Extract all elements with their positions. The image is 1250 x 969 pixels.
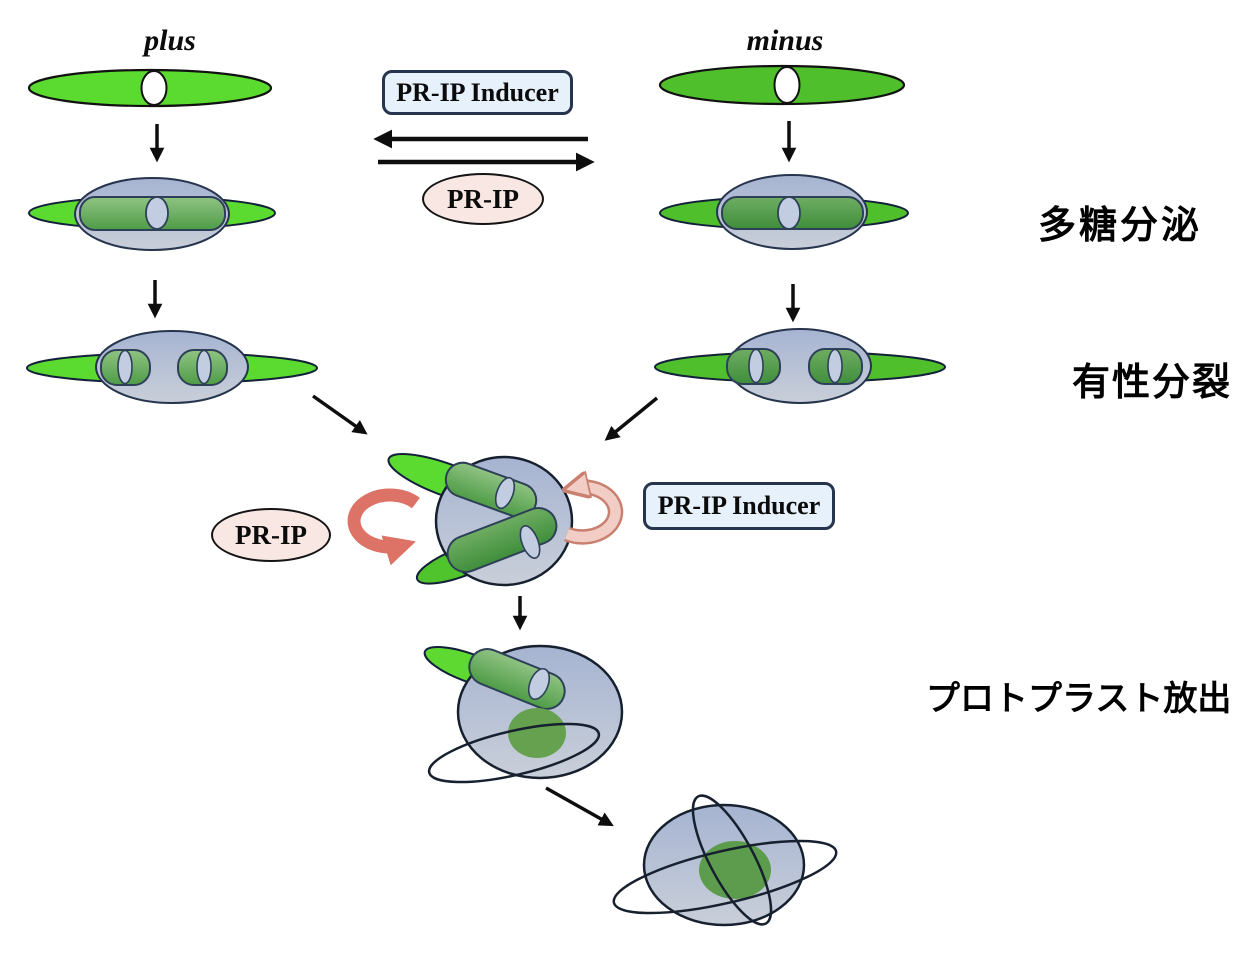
pr-ip-action-arrow bbox=[347, 488, 420, 566]
zygote-step-arrow bbox=[545, 786, 614, 827]
pr-ip-inducer-box-mid: PR-IP Inducer bbox=[643, 482, 835, 530]
stage-label-sexual-division: 有性分裂 bbox=[1072, 360, 1233, 404]
plus-converge-arrow bbox=[311, 394, 368, 435]
isthmus bbox=[519, 525, 541, 559]
isthmus bbox=[494, 476, 516, 510]
isthmus bbox=[196, 349, 212, 385]
empty-cell-wall bbox=[612, 839, 838, 915]
isthmus bbox=[748, 348, 764, 384]
pr-ip-inducer-box-top: PR-IP Inducer bbox=[382, 70, 573, 115]
isthmus bbox=[527, 667, 551, 701]
stage-label-polysaccharide-secretion: 多糖分泌 bbox=[1038, 203, 1203, 247]
minus-cell-isthmus bbox=[773, 66, 801, 104]
plus-gametangial-cell bbox=[444, 461, 538, 519]
isthmus bbox=[827, 348, 843, 384]
protoplast-release-cell bbox=[423, 644, 624, 784]
pr-ip-oval-top: PR-IP bbox=[422, 173, 544, 225]
inducer-action-arrow bbox=[567, 487, 621, 543]
isthmus bbox=[145, 196, 169, 230]
minus-divided-cell bbox=[654, 328, 946, 404]
plus-label: plus bbox=[144, 24, 196, 57]
isthmus bbox=[117, 349, 133, 385]
minus-converge-arrow bbox=[604, 396, 659, 441]
empty-cell-wall bbox=[427, 722, 601, 784]
plus-mucilage-cell bbox=[28, 177, 276, 251]
plus-cell-isthmus bbox=[140, 70, 168, 106]
minus-label: minus bbox=[746, 24, 824, 57]
zygote bbox=[699, 841, 771, 899]
pr-ip-oval-mid: PR-IP bbox=[211, 508, 331, 562]
isthmus bbox=[777, 196, 801, 230]
minus-gametangial-cell bbox=[446, 507, 558, 573]
minus-mucilage-cell bbox=[659, 174, 909, 250]
plus-vegetative-cell bbox=[27, 68, 273, 108]
minus-vegetative-cell bbox=[658, 64, 906, 106]
conjugating-pair bbox=[387, 453, 574, 587]
released-protoplast bbox=[508, 708, 566, 758]
empty-cell-wall bbox=[691, 794, 773, 926]
zygote-cell bbox=[612, 794, 838, 927]
stage-label-protoplast-release: プロトプラスト放出 bbox=[926, 679, 1232, 719]
plus-divided-cell bbox=[26, 330, 318, 404]
